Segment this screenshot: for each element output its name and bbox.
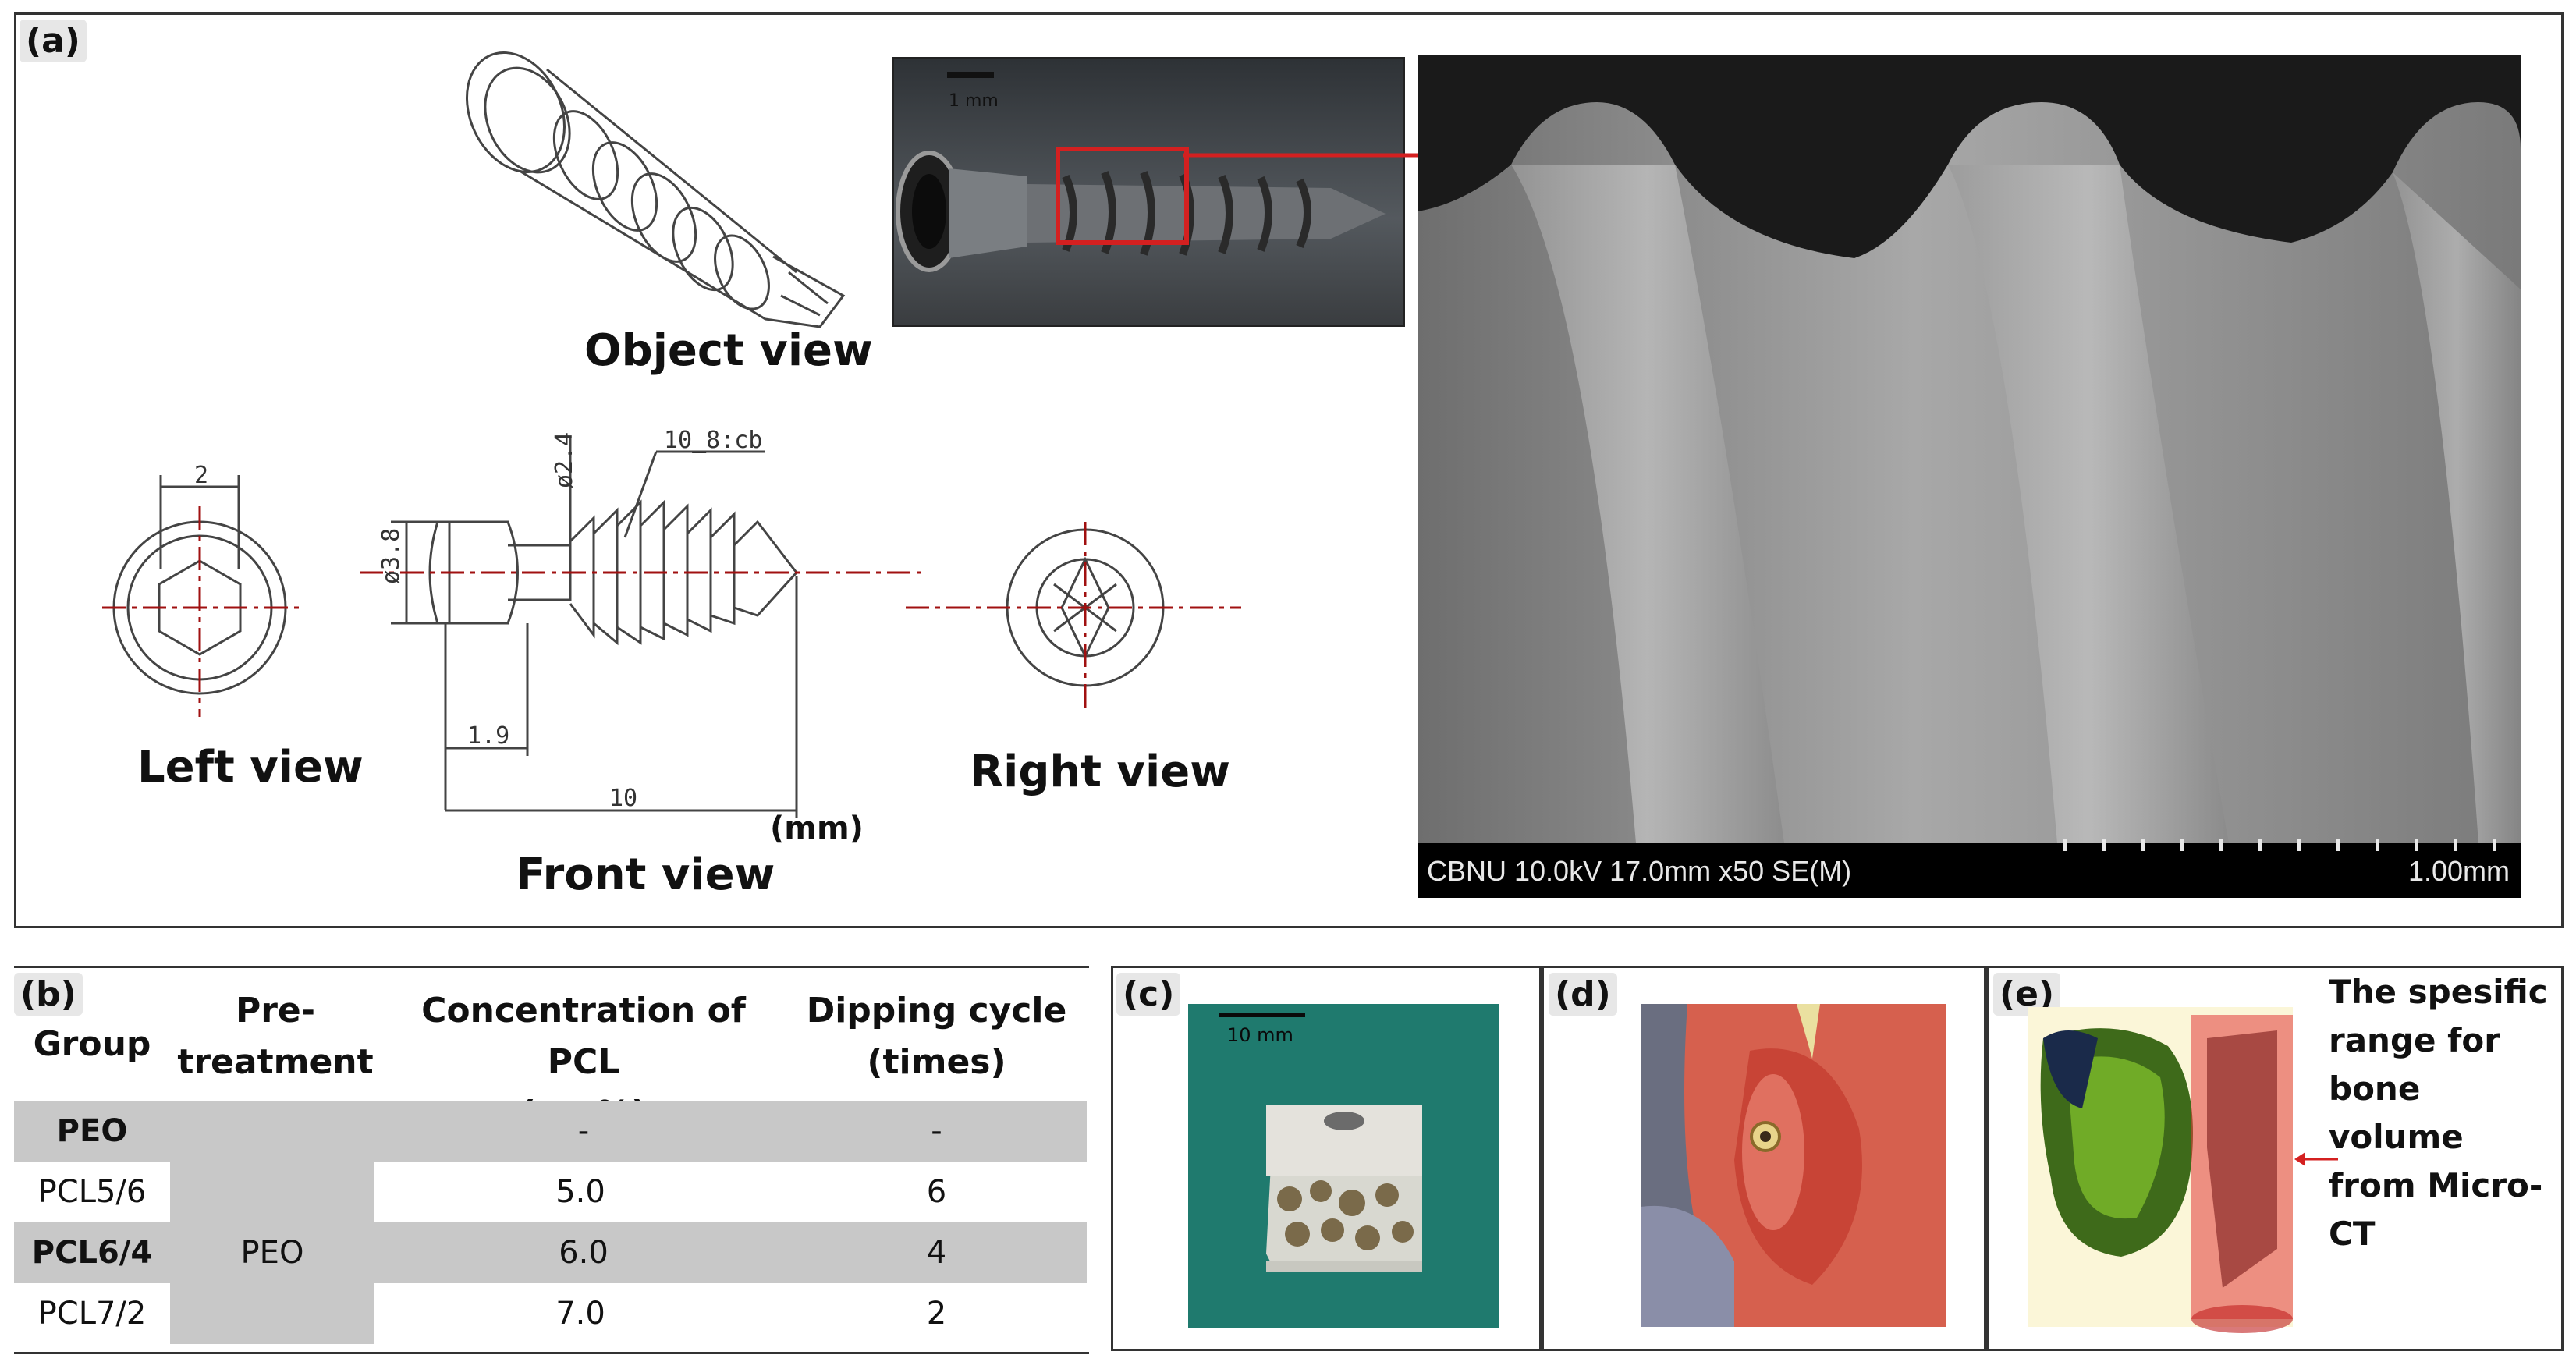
dim-head-length: 1.9 — [467, 722, 509, 750]
header-pretreatment: Pre- treatment — [177, 991, 374, 1082]
panel-d-label: (d) — [1549, 973, 1617, 1016]
panel-b-table: (b) Group Pre- treatment Concentration o… — [14, 966, 1089, 1354]
scaffold-photo: 10 mm — [1188, 1004, 1499, 1328]
header-group: Group — [33, 1024, 151, 1064]
row-dipping: - — [931, 1113, 942, 1149]
surgery-photo — [1641, 1004, 1946, 1327]
screw-right-view-drawing — [906, 522, 1241, 709]
screw-photo: 1 mm — [892, 57, 1405, 327]
dim-shaft-dia: ø2.4 — [551, 432, 578, 488]
row-concentration: 6.0 — [559, 1235, 609, 1271]
pretreatment-merged-cell: PEO — [170, 1162, 374, 1344]
object-view-caption: Object view — [584, 325, 873, 376]
row-dipping: 6 — [786, 1162, 1087, 1222]
photo-scale-bar: 1 mm — [949, 91, 999, 111]
panel-e: (e) The spesific range for bone volume f… — [1986, 966, 2564, 1351]
panel-a-label: (a) — [20, 20, 87, 62]
panel-c: (c) 10 mm — [1111, 966, 1542, 1351]
screw-left-view-drawing: 2 — [102, 462, 305, 717]
right-view-caption: Right view — [970, 747, 1230, 797]
row-dipping: 2 — [786, 1283, 1087, 1344]
front-view-caption: Front view — [516, 849, 775, 900]
dim-total-length: 10 — [609, 785, 637, 812]
dim-head-dia: ø3.8 — [378, 528, 405, 584]
left-view-caption: Left view — [137, 742, 364, 793]
row-group: PCL5/6 — [14, 1162, 170, 1222]
panel-a: (a) Object view 2 Left view — [14, 12, 2564, 928]
row-concentration: 5.0 — [374, 1162, 786, 1222]
unit-label: (mm) — [770, 810, 864, 846]
dim-head-width: 2 — [194, 462, 208, 489]
panel-b-label: (b) — [14, 973, 83, 1016]
screw-object-view-drawing — [466, 51, 846, 328]
sem-scale-text: 1.00mm — [2408, 855, 2510, 887]
panel-c-label: (c) — [1116, 973, 1181, 1016]
panel-d: (d) — [1542, 966, 1986, 1351]
row-concentration: 7.0 — [374, 1283, 786, 1344]
row-group: PCL7/2 — [14, 1283, 170, 1344]
annotation-arrow — [2294, 1152, 2338, 1166]
scale-bar-label: 10 mm — [1227, 1024, 1293, 1046]
dim-thread: 10_8:cb — [664, 428, 762, 454]
sem-info-text: CBNU 10.0kV 17.0mm x50 SE(M) — [1427, 855, 1851, 887]
sem-image: CBNU 10.0kV 17.0mm x50 SE(M) 1.00mm — [1418, 55, 2521, 898]
row-group: PCL6/4 — [31, 1235, 153, 1271]
micro-ct-annotation: The spesific range for bone volume from … — [2329, 973, 2548, 1253]
header-dipping: Dipping cycle (times) — [806, 991, 1067, 1082]
micro-ct-render — [2028, 1007, 2293, 1333]
screw-front-view-drawing: ø3.8 ø2.4 10_8:cb 1.9 10 — [360, 428, 921, 818]
table-row: PCL5/6 5.0 6 — [14, 1162, 1087, 1222]
table-row: PEO - - — [14, 1101, 1087, 1162]
row-group: PEO — [56, 1113, 128, 1149]
row-concentration: - — [577, 1113, 590, 1149]
row-dipping: 4 — [926, 1235, 947, 1271]
